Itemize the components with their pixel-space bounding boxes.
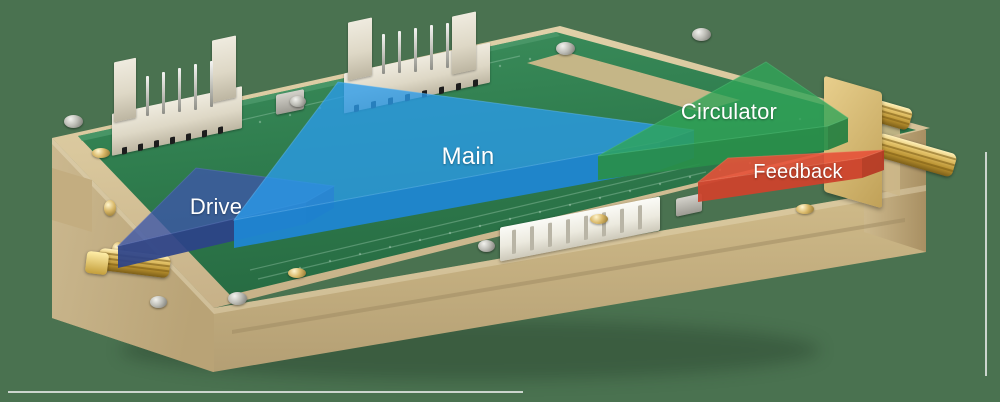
gold-mounting-screw: [590, 214, 608, 224]
gold-mounting-screw: [92, 148, 110, 158]
dimension-guide-vertical: [985, 152, 987, 376]
mounting-screw: [692, 28, 711, 41]
overlay-label-feedback: Feedback: [753, 160, 843, 183]
overlay-label-main: Main: [441, 143, 495, 170]
gold-mounting-screw: [104, 200, 116, 216]
dimension-guide-horizontal: [8, 391, 523, 393]
mounting-screw: [290, 96, 306, 107]
header-pins-left-group: [140, 61, 220, 122]
overlay-label-circulator: Circulator: [680, 99, 778, 124]
header-pins-centre-group: [378, 22, 456, 80]
mounting-screw: [478, 240, 495, 252]
sma-connector-left-tip: [84, 250, 110, 276]
overlay-block-feedback[interactable]: Feedback: [690, 144, 892, 216]
pin-header-tall-left: [114, 57, 136, 123]
mounting-screw: [556, 42, 575, 55]
mounting-screw: [228, 292, 247, 305]
gold-mounting-screw: [288, 268, 306, 278]
mounting-screw: [64, 115, 83, 128]
gold-mounting-screw: [796, 204, 814, 214]
mounting-screw: [150, 296, 167, 308]
